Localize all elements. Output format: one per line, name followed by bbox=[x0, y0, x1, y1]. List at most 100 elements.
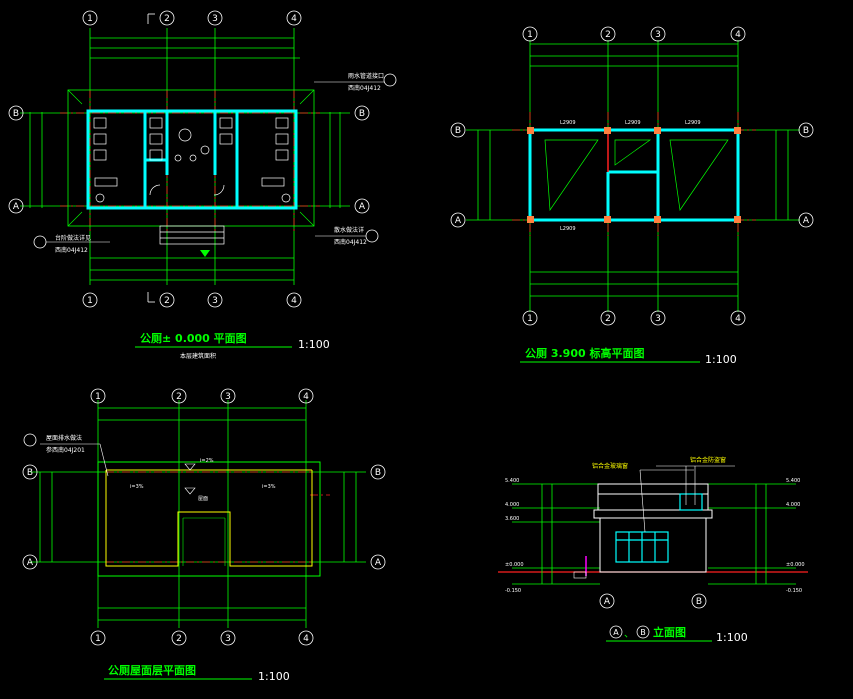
level-390-beam-label-4: L2909 bbox=[560, 226, 576, 232]
elevation-callout-guard: 铝合金防盗窗 bbox=[690, 456, 726, 464]
elevation-level-left-1: 5.400 bbox=[505, 478, 519, 484]
ground-plan-title: 公厕± 0.000 平面图 bbox=[140, 332, 247, 345]
ground-plan-entrance-steps bbox=[159, 225, 225, 245]
level-390-columns bbox=[527, 127, 741, 223]
level-390-axis-top-2: 2 bbox=[605, 30, 611, 40]
roof-axis-top-4: 4 bbox=[303, 392, 309, 402]
elevation-a-b: 铝合金玻璃窗 铝合金防盗窗 5.400 4.000 3.600 ±0.000 -… bbox=[498, 456, 808, 644]
level-390-axis-right-b: B bbox=[803, 126, 809, 136]
elevation-window bbox=[615, 493, 703, 563]
roof-axis-bottom-3: 3 bbox=[225, 634, 231, 644]
ground-callout-bottom-left-ref: 西南04J412 bbox=[55, 246, 88, 254]
roof-outline bbox=[97, 461, 321, 577]
elevation-title-separator: 、 bbox=[624, 629, 634, 640]
level-390-beam-label-2: L2909 bbox=[625, 120, 641, 126]
ground-axis-top-3: 3 bbox=[212, 14, 218, 24]
ground-axis-bottom-4: 4 bbox=[291, 296, 297, 306]
roof-plan-title: 公厕屋面层平面图 bbox=[108, 664, 196, 677]
level-390-plan-title: 公厕 3.900 标高平面图 bbox=[525, 346, 644, 360]
roof-callout: 屋面排水做法 bbox=[46, 434, 82, 442]
ground-axis-left-a: A bbox=[13, 202, 20, 212]
level-390-axis-bottom-3: 3 bbox=[655, 314, 661, 324]
ground-axis-right-a: A bbox=[359, 202, 366, 212]
drain-arrow-icon-2 bbox=[184, 487, 196, 495]
ground-callout-top-right-ref: 西南04J412 bbox=[348, 84, 381, 92]
elevation-level-right-3: ±0.000 bbox=[786, 562, 805, 568]
ground-callout-bottom-right-ref: 西南04J412 bbox=[334, 238, 367, 246]
roof-axis-top-2: 2 bbox=[176, 392, 182, 402]
roof-axis-bottom-4: 4 bbox=[303, 634, 309, 644]
elevation-level-left-4: ±0.000 bbox=[505, 562, 524, 568]
level-390-axis-bottom-2: 2 bbox=[605, 314, 611, 324]
elevation-axis-bubbles bbox=[599, 593, 707, 639]
roof-axis-left-b: B bbox=[27, 468, 33, 478]
roof-plan-axis-lines bbox=[106, 471, 330, 563]
elevation-callout-window: 铝合金玻璃窗 bbox=[592, 462, 628, 470]
level-390-axis-right-a: A bbox=[803, 216, 810, 226]
elevation-level-left-5: -0.150 bbox=[505, 588, 521, 594]
entrance-arrow-icon bbox=[200, 250, 210, 257]
roof-axis-bottom-2: 2 bbox=[176, 634, 182, 644]
ground-plan-scale: 1:100 bbox=[298, 338, 330, 351]
elevation-axis-a: A bbox=[604, 597, 611, 607]
level-390-axis-left-a: A bbox=[455, 216, 462, 226]
elevation-building-outline bbox=[593, 483, 713, 573]
level-390-axis-bottom-4: 4 bbox=[735, 314, 741, 324]
ground-plan-walls bbox=[86, 109, 298, 210]
roof-plan: i=3% i=3% i=2% 屋面 1 2 3 4 bbox=[22, 388, 386, 683]
ground-axis-right-b: B bbox=[359, 109, 365, 119]
ground-axis-bottom-3: 3 bbox=[212, 296, 218, 306]
ground-axis-bottom-2: 2 bbox=[164, 296, 170, 306]
ground-area-note: 本层建筑面积 bbox=[180, 352, 216, 360]
level-390-beam-label-3: L2909 bbox=[685, 120, 701, 126]
ground-axis-top-2: 2 bbox=[164, 14, 170, 24]
elevation-level-right-4: -0.150 bbox=[786, 588, 802, 594]
level-390-beams bbox=[528, 128, 740, 222]
level-390-axis-top-1: 1 bbox=[527, 30, 533, 40]
level-390-plan: L2909 L2909 L2909 L2909 1 2 3 4 1 2 bbox=[450, 26, 814, 366]
roof-label: 屋面 bbox=[198, 496, 208, 502]
roof-axis-left-a: A bbox=[27, 558, 34, 568]
section-cut-marks bbox=[147, 13, 155, 303]
roof-plan-axis-bubbles bbox=[22, 388, 386, 646]
roof-slope-label-1: i=3% bbox=[130, 484, 144, 490]
roof-axis-right-a: A bbox=[375, 558, 382, 568]
roof-slope-label-3: i=2% bbox=[200, 458, 214, 464]
ground-axis-bottom-1: 1 bbox=[87, 296, 93, 306]
roof-parapet bbox=[105, 470, 313, 567]
ground-axis-left-b: B bbox=[13, 109, 19, 119]
ground-callout-top-right: 雨水管道接口 bbox=[348, 72, 384, 80]
level-390-axis-bubbles bbox=[450, 26, 814, 326]
elevation-title-axis-b: B bbox=[640, 628, 646, 637]
elevation-title-axis-a: A bbox=[613, 628, 619, 637]
ground-callout-bottom-left: 台阶做法详见 bbox=[55, 234, 91, 242]
ground-plan-fixtures bbox=[93, 117, 291, 203]
elevation-axis-b: B bbox=[696, 597, 702, 607]
elevation-level-left-2: 4.000 bbox=[505, 502, 519, 508]
elevation-title: 立面图 bbox=[653, 625, 686, 639]
elevation-level-right-2: 4.000 bbox=[786, 502, 800, 508]
roof-callout-ref: 参西南04J201 bbox=[46, 446, 85, 454]
ground-floor-plan: 1 2 3 4 1 2 3 4 B A B A 雨水管道接口 西南04J412 … bbox=[8, 10, 397, 360]
ground-axis-top-4: 4 bbox=[291, 14, 297, 24]
roof-axis-top-1: 1 bbox=[95, 392, 101, 402]
elevation-scale: 1:100 bbox=[716, 631, 748, 644]
roof-plan-scale: 1:100 bbox=[258, 670, 290, 683]
level-390-axis-bottom-1: 1 bbox=[527, 314, 533, 324]
elevation-level-lines bbox=[512, 483, 796, 585]
level-390-plan-scale: 1:100 bbox=[705, 353, 737, 366]
level-390-beam-label-1: L2909 bbox=[560, 120, 576, 126]
ground-callout-bottom-right: 散水做法详 bbox=[334, 226, 364, 234]
roof-slope-label-2: i=3% bbox=[262, 484, 276, 490]
roof-axis-right-b: B bbox=[375, 468, 381, 478]
level-390-axis-top-3: 3 bbox=[655, 30, 661, 40]
level-390-axis-top-4: 4 bbox=[735, 30, 741, 40]
ground-axis-top-1: 1 bbox=[87, 14, 93, 24]
roof-axis-top-3: 3 bbox=[225, 392, 231, 402]
level-390-axis-left-b: B bbox=[455, 126, 461, 136]
elevation-level-left-3: 3.600 bbox=[505, 516, 519, 522]
elevation-level-right-1: 5.400 bbox=[786, 478, 800, 484]
roof-axis-bottom-1: 1 bbox=[95, 634, 101, 644]
drain-arrow-icon bbox=[184, 463, 196, 471]
